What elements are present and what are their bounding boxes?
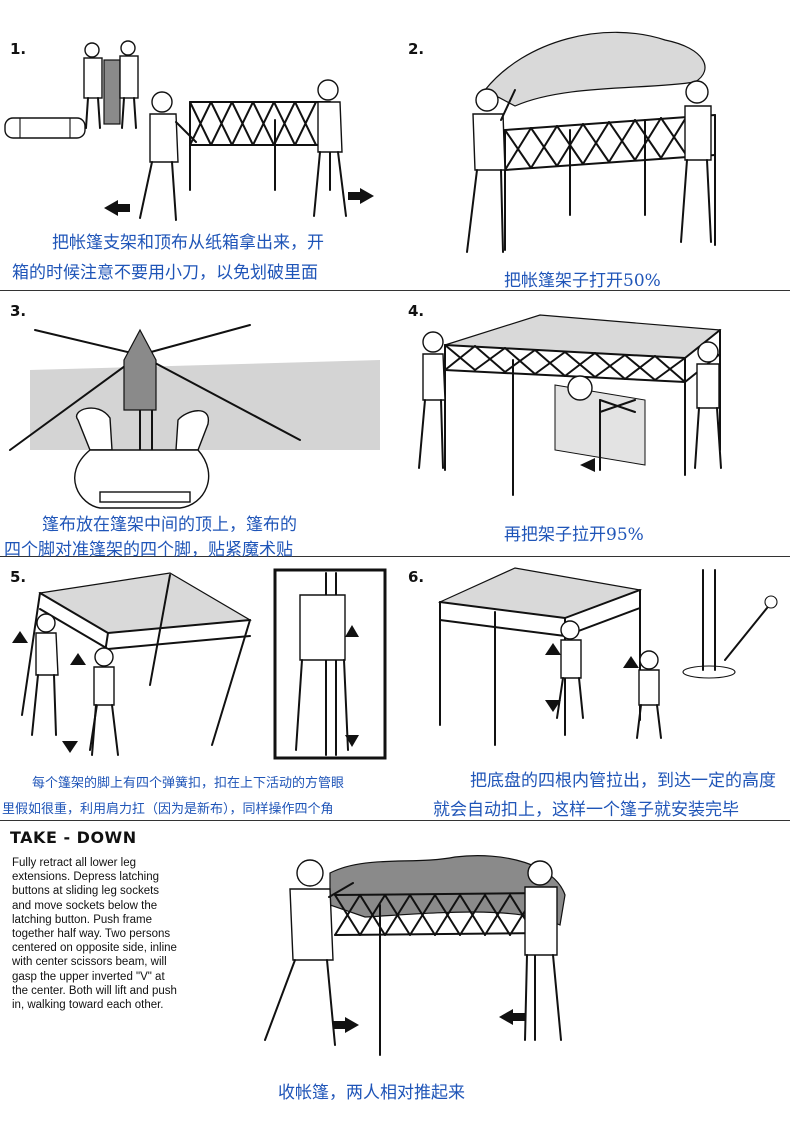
takedown-title: TAKE - DOWN [10, 828, 137, 847]
step-4-number: 4. [408, 302, 425, 320]
takedown-line: the center. Both will lift and push [12, 984, 177, 997]
step-1-caption-line-2: 箱的时候注意不要用小刀，以免划破里面 [12, 263, 318, 283]
step-1-caption-line-1: 把帐篷支架和顶布从纸箱拿出来，开 [52, 233, 324, 253]
step-5-caption-line-2: 里假如很重，利用肩力扛（因为是新布），同样操作四个角 [2, 802, 334, 817]
step-6-illustration [437, 567, 778, 746]
takedown-illustration [264, 855, 566, 1056]
takedown-line: latching button. Push frame [12, 913, 152, 926]
takedown-line: extensions. Depress latching [12, 871, 160, 884]
takedown-caption: 收帐篷，两人相对推起来 [278, 1083, 465, 1103]
step-3-number: 3. [10, 302, 27, 320]
divider-row-1 [0, 290, 790, 291]
divider-row-2 [0, 556, 790, 557]
step-6-number: 6. [408, 568, 425, 586]
step-5-caption-line-1: 每个篷架的脚上有四个弹簧扣，扣在上下活动的方管眼 [32, 776, 345, 791]
step-2-number: 2. [408, 40, 425, 58]
takedown-line: with center scissors beam, will [12, 956, 167, 969]
step-1-illustration [4, 40, 374, 221]
step-6-caption-line-2: 就会自动扣上，这样一个篷子就安装完毕 [433, 800, 739, 820]
takedown-line: gasp the upper inverted "V" at [12, 970, 165, 983]
step-5-number: 5. [10, 568, 27, 586]
takedown-line: together half way. Two persons [12, 928, 171, 941]
takedown-line: in, walking toward each other. [12, 999, 164, 1012]
step-5-illustration [12, 568, 387, 760]
takedown-line: Fully retract all lower leg [12, 857, 136, 869]
takedown-instructions: Fully retract all lower leg extensions. … [12, 856, 202, 1012]
step-6-caption-line-1: 把底盘的四根内管拉出，到达一定的高度 [470, 771, 776, 791]
divider-row-3 [0, 820, 790, 821]
step-4-caption: 再把架子拉开95% [504, 525, 644, 545]
takedown-line: centered on opposite side, inline [12, 942, 177, 955]
takedown-line: buttons at sliding leg sockets [12, 885, 160, 898]
step-2-caption: 把帐篷架子打开50% [504, 271, 661, 291]
step-2-illustration [466, 31, 716, 253]
step-3-caption-line-1: 篷布放在篷架中间的顶上，篷布的 [42, 515, 297, 535]
step-1-number: 1. [10, 40, 27, 58]
takedown-line: and move sockets below the [12, 899, 158, 912]
step-3-illustration [9, 324, 380, 509]
step-3-caption-line-2: 四个脚对准篷架的四个脚，贴紧魔术贴 [4, 540, 293, 560]
step-4-illustration [418, 314, 722, 496]
